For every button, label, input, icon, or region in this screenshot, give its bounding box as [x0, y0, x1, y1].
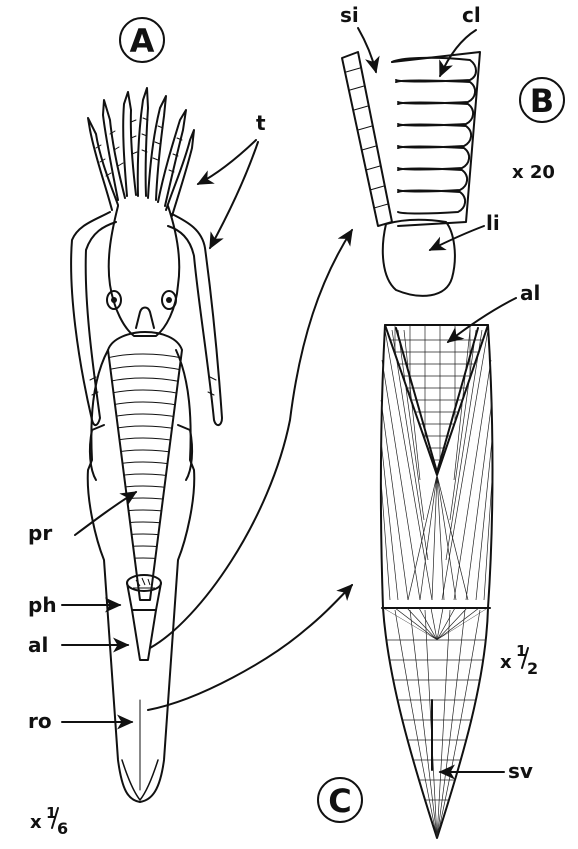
label-pr: pr [28, 521, 52, 545]
panel-c-scale-x: x [500, 652, 512, 673]
panel-c-scale: x 1 2 [500, 642, 538, 678]
connector-arrows [148, 230, 352, 710]
panel-a: A [28, 18, 266, 838]
phragmocone-cap [127, 575, 161, 610]
rostrum-a [122, 610, 158, 800]
panel-c-letter: C [328, 782, 351, 820]
label-cl: cl [462, 3, 481, 27]
panel-b-letter: B [530, 82, 554, 120]
label-al-a: al [28, 633, 48, 657]
panel-c-marker: C [318, 778, 362, 822]
panel-b: B x 20 si cl li [340, 3, 564, 296]
panel-c: C x 1 2 al sv [318, 281, 540, 838]
panel-a-marker: A [120, 18, 164, 62]
label-li: li [486, 211, 500, 235]
siphuncle [342, 52, 392, 226]
label-al-c: al [520, 281, 540, 305]
label-sv: sv [508, 759, 533, 783]
arm-crown [88, 88, 194, 216]
phragmocone [100, 332, 190, 600]
panel-b-marker: B [520, 78, 564, 122]
panel-a-scale: x 1 6 [30, 804, 68, 838]
label-ph: ph [28, 593, 57, 617]
leader-lines-c [440, 298, 516, 772]
panel-a-scale-den: 6 [57, 819, 68, 838]
label-t: t [256, 111, 266, 135]
panel-a-letter: A [130, 22, 155, 60]
panel-b-scale: x 20 [512, 162, 555, 183]
living-chamber [383, 220, 455, 296]
camerae [392, 52, 480, 226]
panel-c-scale-den: 2 [527, 659, 538, 678]
label-si: si [340, 3, 359, 27]
panel-a-scale-x: x [30, 812, 42, 833]
rostrum-striations [381, 330, 492, 600]
label-ro: ro [28, 709, 52, 733]
